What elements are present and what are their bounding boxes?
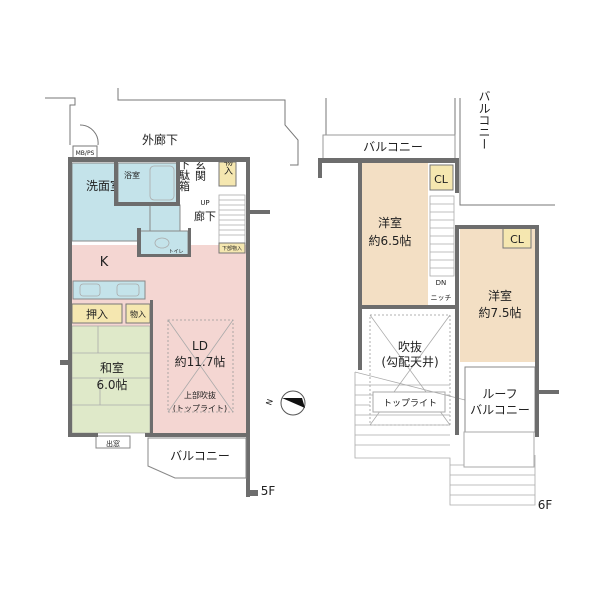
shoe-box-label: 下駄箱 — [178, 159, 191, 193]
kitchen-counter — [72, 280, 146, 300]
washroom-text: 洗面室 — [86, 178, 122, 193]
floor-5f: MB/PS 外廊下 洗面室 浴室 下駄箱 玄関 物入 UP 廊下 下部物入 トイ… — [45, 88, 306, 498]
stove-icon — [79, 283, 101, 297]
roof-balcony-label-2: バルコニー — [470, 403, 530, 417]
compass-north-label: N — [264, 398, 275, 407]
mbps-label: MB/PS — [76, 150, 95, 157]
closet-1 — [429, 164, 454, 191]
western-room-2 — [460, 228, 535, 362]
ld-note-void: 上部吹抜 — [184, 390, 216, 400]
washroom-label: 洗面室 — [86, 178, 122, 193]
kitchen-label: K — [100, 255, 109, 270]
stairs-down-label: DN — [436, 279, 447, 287]
balcony-side-label: バルコニー — [477, 90, 491, 150]
corridor-outline — [45, 88, 299, 166]
walls-6f — [318, 158, 559, 437]
tatami-lines — [72, 326, 150, 406]
bathtub — [149, 165, 175, 201]
balcony-5f-label: バルコニー — [170, 449, 230, 463]
japanese-room — [71, 325, 151, 434]
stairs-6f — [429, 195, 455, 277]
western-room-1 — [362, 162, 428, 305]
walls-5f — [60, 157, 270, 497]
balcony-5f — [147, 437, 247, 479]
compass-icon: N — [264, 390, 306, 416]
ld-label: LD — [192, 339, 208, 353]
roof-balcony-label-1: ルーフ — [482, 387, 517, 401]
closet-label: 押入 — [86, 307, 108, 321]
western-room-2-label: 洋室 — [488, 288, 512, 303]
floor-label-6f: 6F — [538, 498, 553, 512]
closet-2-label: CL — [510, 233, 525, 246]
japanese-room-size: 6.0帖 — [96, 377, 127, 392]
bay-window-label: 出窓 — [106, 439, 120, 448]
western-room-2-size: 約7.5帖 — [478, 305, 521, 320]
ld-size: 約11.7帖 — [175, 354, 226, 369]
roof-balcony-lower — [463, 431, 535, 468]
toilet-label: トイレ — [168, 249, 183, 255]
bay-window — [95, 435, 131, 449]
balcony-top-label: バルコニー — [363, 140, 423, 154]
western-room-1-label: 洋室 — [378, 215, 402, 230]
storage-label: 物入 — [130, 309, 146, 319]
void-note: (勾配天井) — [381, 355, 438, 369]
entrance-storage-label: 物入 — [222, 156, 233, 175]
bathroom-label: 浴室 — [124, 170, 140, 180]
door-swing — [79, 124, 99, 146]
skylight-cross — [167, 319, 234, 413]
floor-6f: バルコニー バルコニー 洋室 約6.5帖 CL DN ニッチ CL 洋室 約7.… — [318, 90, 559, 512]
entrance-label: 玄関 — [194, 158, 207, 181]
under-stair-storage — [218, 242, 246, 254]
stairs-5f — [218, 194, 246, 251]
roof-slope — [354, 371, 536, 506]
under-stair-storage-label: 下部物入 — [222, 245, 242, 252]
niche-label: ニッチ — [431, 294, 452, 302]
ld-note-skylight: (トップライト) — [173, 404, 227, 413]
toilet-room — [139, 230, 189, 256]
outer-corridor-label: 外廊下 — [142, 132, 178, 147]
toilet-bowl — [154, 237, 170, 249]
japanese-room-label: 和室 — [100, 360, 124, 375]
void-label: 吹抜 — [398, 340, 422, 354]
stairs-up-label: UP — [200, 199, 209, 207]
closet-1-label: CL — [434, 173, 449, 186]
hallway-label: 廊下 — [194, 209, 216, 223]
western-room-1-size: 約6.5帖 — [368, 233, 411, 248]
floor-label-5f: 5F — [261, 484, 276, 498]
sink-icon — [116, 283, 140, 297]
skylight-outline — [167, 319, 234, 413]
skylight-label: トップライト — [383, 398, 437, 409]
bathroom — [117, 162, 179, 206]
